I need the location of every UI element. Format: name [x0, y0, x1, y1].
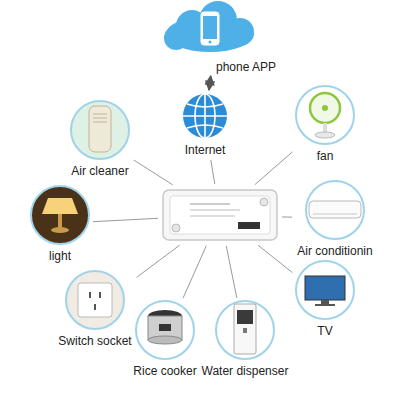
smart-switch-node	[160, 186, 280, 244]
appliance-node: fan	[294, 85, 356, 162]
water-dispenser-icon	[216, 301, 274, 359]
connector	[211, 160, 215, 184]
connector	[134, 160, 173, 185]
appliance-node: Air conditionin	[294, 180, 376, 257]
node-label: Air conditionin	[297, 244, 372, 258]
node-label: Air cleaner	[71, 164, 128, 178]
node-label: phone APP	[216, 60, 276, 74]
connector	[255, 152, 293, 185]
node-label: TV	[317, 324, 332, 338]
air-cleaner-icon	[71, 101, 129, 159]
node-label: Water dispenser	[202, 364, 289, 378]
tv-icon	[296, 261, 354, 319]
appliance-node: Rice cooker	[130, 300, 200, 377]
lamp-icon	[31, 186, 89, 244]
socket-icon	[66, 271, 124, 329]
connector	[183, 246, 206, 298]
air-conditioner-icon	[306, 181, 364, 239]
appliance-node: Switch socket	[55, 270, 135, 347]
node-label: Switch socket	[58, 334, 131, 348]
fan-icon	[296, 86, 354, 144]
appliance-node: Air cleaner	[68, 100, 132, 177]
appliance-node: light	[29, 185, 91, 262]
appliance-node: TV	[294, 260, 356, 337]
cloud-icon	[164, 1, 254, 52]
smart-switch	[163, 190, 277, 240]
node-label: Internet	[185, 143, 226, 157]
connector	[93, 218, 158, 221]
connector	[209, 76, 211, 90]
connector	[282, 216, 292, 217]
node-label: light	[49, 249, 71, 263]
appliance-node: Water dispenser	[199, 300, 292, 377]
connector	[226, 246, 237, 298]
cloud-node: phone APP	[150, 2, 280, 74]
node-label: Rice cooker	[133, 364, 196, 378]
rice-cooker-icon	[136, 301, 194, 359]
node-label: fan	[317, 149, 334, 163]
globe-icon	[183, 94, 227, 138]
connector	[258, 245, 292, 272]
internet-node: Internet	[160, 92, 250, 158]
connector	[137, 245, 180, 277]
